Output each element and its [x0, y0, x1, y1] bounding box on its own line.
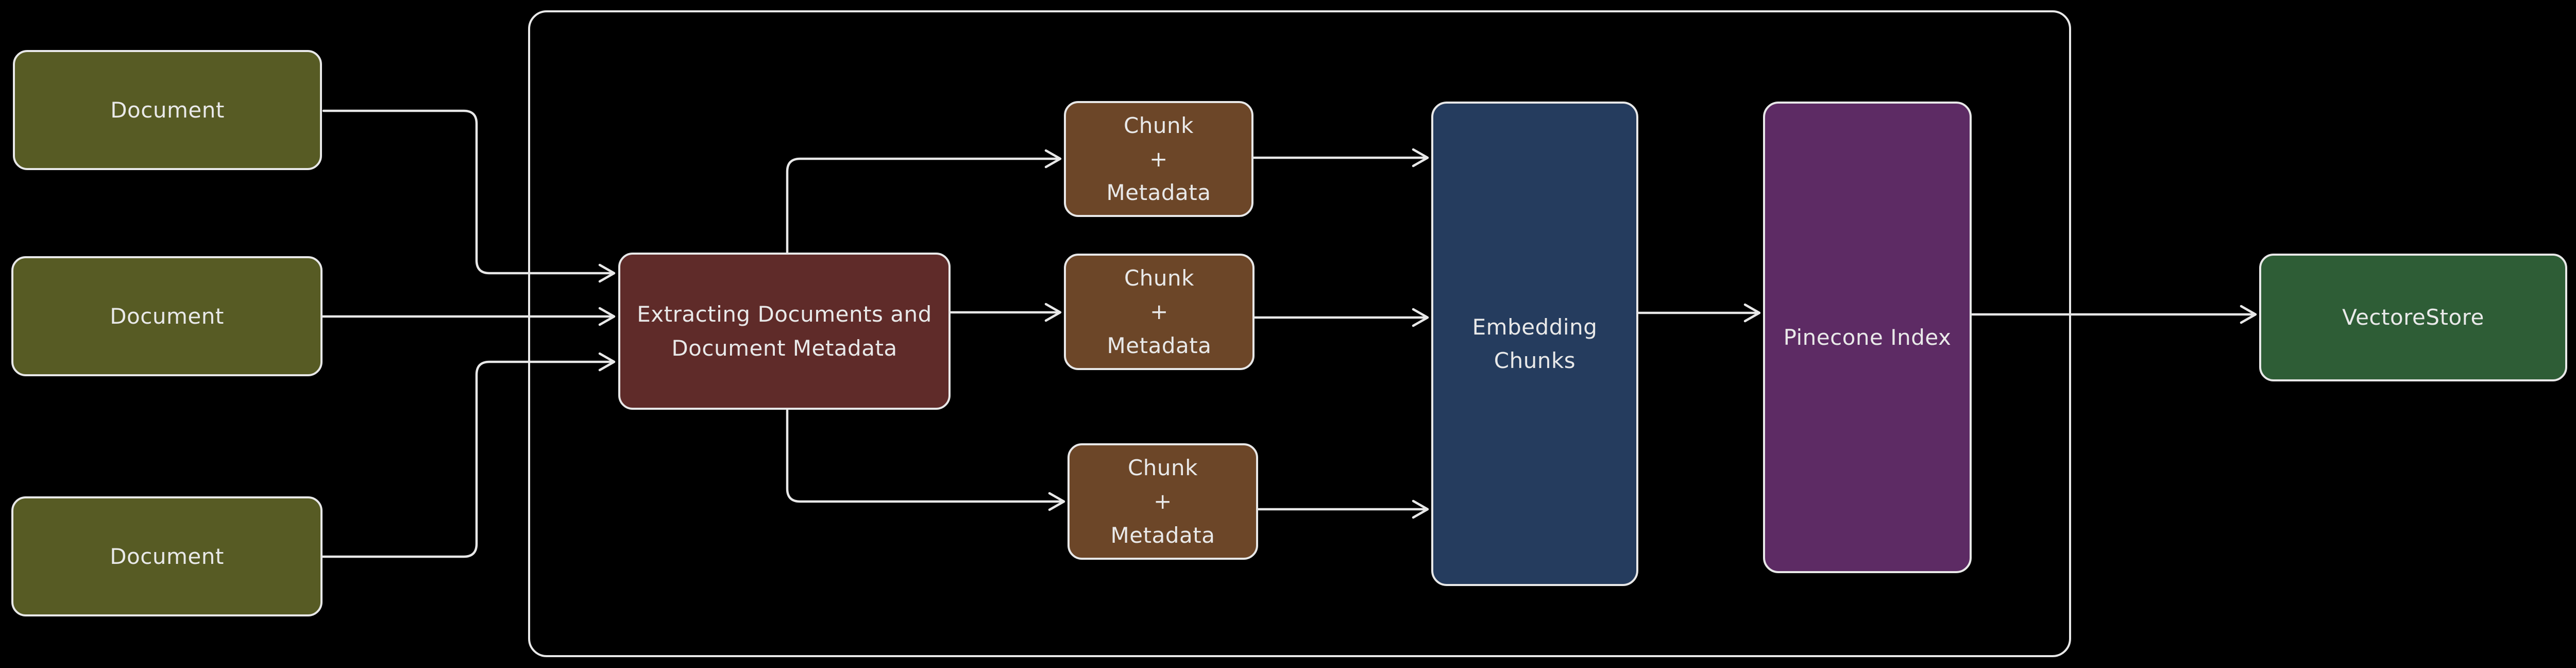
node-chunk-metadata-1: Chunk + Metadata	[1064, 101, 1253, 217]
node-document-1: Document	[13, 50, 322, 170]
node-chunk-metadata-2-label: Chunk + Metadata	[1107, 265, 1212, 358]
node-chunk-metadata-1-label: Chunk + Metadata	[1106, 112, 1211, 206]
node-vectorstore-label: VectoreStore	[2342, 305, 2484, 330]
node-embedding-chunks-label: Embedding Chunks	[1472, 314, 1598, 373]
node-extracting-documents: Extracting Documents and Document Metada…	[618, 253, 951, 410]
node-chunk-metadata-3-label: Chunk + Metadata	[1110, 455, 1215, 548]
node-vectorstore: VectoreStore	[2259, 254, 2567, 381]
pipeline-frame	[528, 10, 2071, 657]
edge-doc1-extract	[322, 109, 616, 283]
node-document-1-label: Document	[110, 97, 225, 123]
node-pinecone-index: Pinecone Index	[1763, 102, 1972, 573]
edge-extract-chunk1	[786, 149, 1062, 254]
edge-doc3-extract	[321, 352, 616, 558]
node-document-2: Document	[11, 256, 323, 376]
node-document-3: Document	[11, 496, 323, 616]
node-document-2-label: Document	[110, 303, 224, 329]
node-chunk-metadata-2: Chunk + Metadata	[1064, 254, 1255, 370]
node-embedding-chunks: Embedding Chunks	[1431, 102, 1638, 586]
node-extracting-documents-label: Extracting Documents and Document Metada…	[637, 302, 932, 361]
node-pinecone-index-label: Pinecone Index	[1783, 324, 1952, 350]
edge-extract-chunk3	[786, 409, 1065, 511]
node-chunk-metadata-3: Chunk + Metadata	[1067, 443, 1258, 560]
node-document-3-label: Document	[110, 543, 224, 569]
